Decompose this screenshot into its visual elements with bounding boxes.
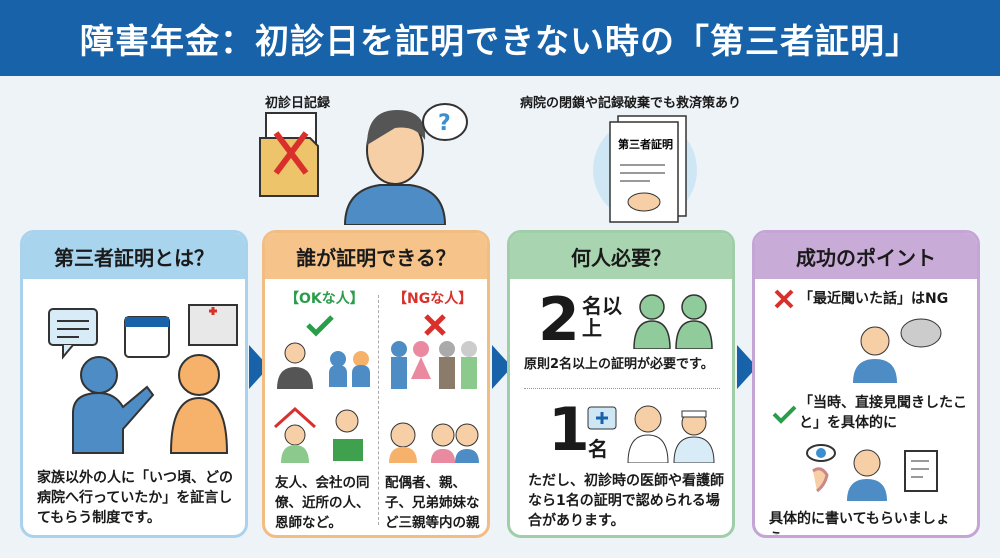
x-icon <box>774 289 794 309</box>
ng-family-illustration <box>389 341 479 463</box>
ng-label: 【NGな人】 <box>393 291 473 307</box>
check-icon <box>306 315 334 337</box>
ok-people-illustration <box>273 342 370 463</box>
big-unit: 名以上 <box>582 294 622 340</box>
ok-label: 【OKな人】 <box>285 291 364 307</box>
divider <box>378 295 379 525</box>
divider <box>524 388 720 389</box>
x-icon <box>424 314 446 336</box>
card-title: 成功のポイント <box>755 233 977 279</box>
third-party-certificate-icon: 第三者証明 <box>593 115 697 223</box>
title-banner: 障害年金：初診日を証明できない時の「第三者証明」 <box>0 0 1000 76</box>
page-title: 障害年金：初診日を証明できない時の「第三者証明」 <box>80 21 920 62</box>
card-who-can-certify: 誰が証明できる？ 【OKな人】 【NGな人】 友人、会社の同僚、近所の人、恩師な… <box>262 230 490 538</box>
big-number: 2 <box>538 285 580 355</box>
two-people-icon <box>633 294 713 349</box>
document-title: 第三者証明 <box>618 137 673 151</box>
card-title: 誰が証明できる？ <box>265 233 487 279</box>
card-success-points: 成功のポイント 「最近聞いた話」はNG 「当時、直接見聞きしたこと」を具体的に … <box>752 230 980 538</box>
ok-text: 友人、会社の同僚、近所の人、恩師など。 <box>275 475 370 531</box>
card-how-many: 何人必要？ 2 名以上 原則2名以上の証明が必要です。 1 名 ただし、初診時の… <box>507 230 735 538</box>
card-title: 何人必要？ <box>510 233 732 279</box>
thinking-person-icon: ? <box>343 103 468 225</box>
doctor-nurse-icon <box>587 405 715 463</box>
record-label: 初診日記録 <box>265 96 331 111</box>
card-title: 第三者証明とは？ <box>23 233 245 279</box>
small-text: ただし、初診時の医師や看護師なら1名の証明で認められる場合があります。 <box>528 473 724 529</box>
small-unit: 名 <box>588 437 608 461</box>
ng-point: 「最近聞いた話」はNG <box>799 291 949 307</box>
rumor-person-icon <box>853 318 942 383</box>
testimony-illustration <box>48 304 238 454</box>
footer-text: 具体的に書いてもらいましょう。 <box>769 511 950 535</box>
card-text: 家族以外の人に「いつ頃、どの病院へ行っていたか」を証言してもらう制度です。 <box>37 470 233 526</box>
check-icon <box>772 405 797 424</box>
folder-x-icon <box>259 112 319 197</box>
relief-label: 病院の閉鎖や記録破棄でも救済策あり <box>520 96 742 111</box>
ok-point: 「当時、直接見聞きしたこと」を具体的に <box>799 395 967 431</box>
big-text: 原則2名以上の証明が必要です。 <box>524 357 714 372</box>
small-number: 1 <box>548 395 590 465</box>
eye-ear-person-memo-icon <box>806 444 938 501</box>
ng-text: 配偶者、親、子、兄弟姉妹など三親等内の親族。 <box>385 475 480 531</box>
svg-text:?: ? <box>438 111 451 136</box>
card-what-is: 第三者証明とは？ 家族以外の人に「いつ頃、どの病院へ行っていたか」を証言してもら… <box>20 230 248 538</box>
